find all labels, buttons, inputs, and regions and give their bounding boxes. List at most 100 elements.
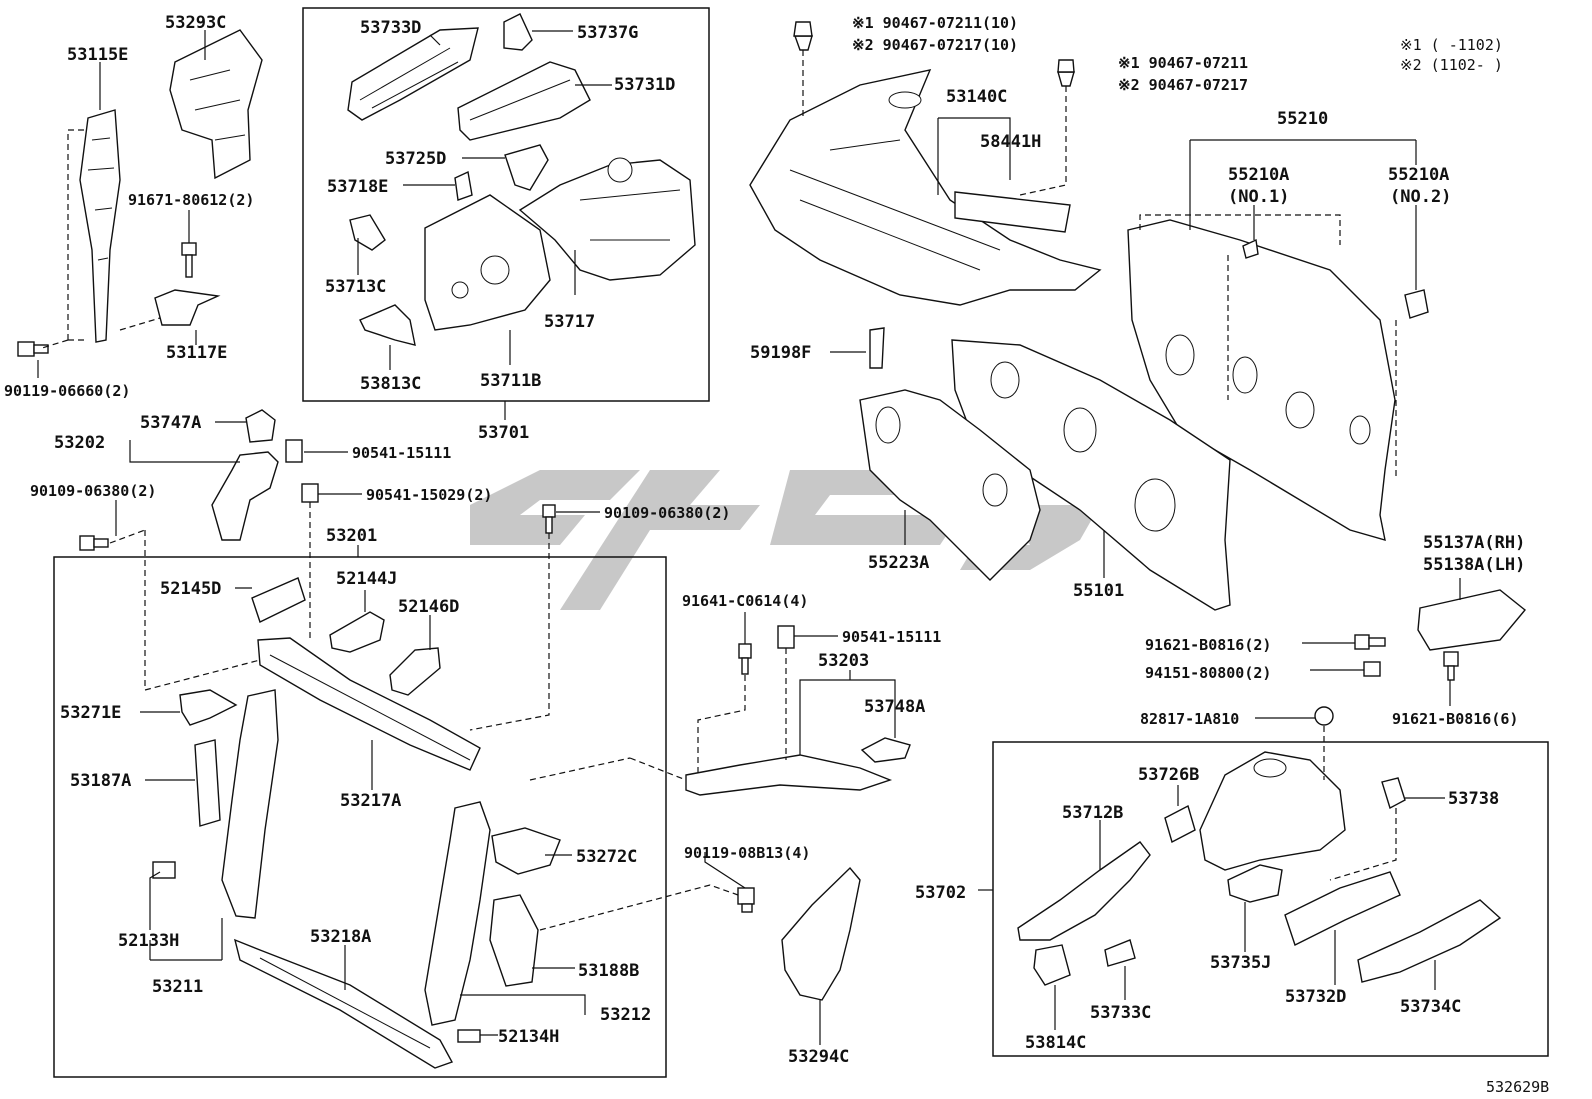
part-53813C bbox=[359, 304, 416, 346]
part-53115E bbox=[79, 109, 121, 343]
label-53712B: 53712B bbox=[1062, 803, 1123, 823]
clip-55210A-2 bbox=[1404, 289, 1429, 319]
part-58441H bbox=[954, 191, 1071, 233]
label-53202: 53202 bbox=[54, 433, 105, 453]
part-53725D bbox=[504, 144, 549, 191]
part-53733D bbox=[347, 27, 479, 121]
part-53731D bbox=[457, 61, 591, 141]
clip-90467-a bbox=[793, 21, 813, 51]
label-53748A: 53748A bbox=[864, 697, 925, 717]
bolt-90109-a bbox=[79, 535, 109, 551]
label-53271E: 53271E bbox=[60, 703, 121, 723]
label-55210A-2-sub: (NO.2) bbox=[1390, 187, 1451, 207]
label-53734C: 53734C bbox=[1400, 997, 1461, 1017]
dash-53702 bbox=[1323, 726, 1397, 881]
bolt-90119-a bbox=[17, 341, 49, 357]
nut-94151 bbox=[1363, 661, 1381, 677]
part-53218A bbox=[233, 938, 454, 1069]
clip-55210A-1 bbox=[1242, 238, 1259, 259]
label-52133H: 52133H bbox=[118, 931, 179, 951]
label-55210A-1: 55210A bbox=[1228, 165, 1289, 185]
label-53735J: 53735J bbox=[1210, 953, 1271, 973]
part-55137A bbox=[1417, 589, 1526, 651]
label-53814C: 53814C bbox=[1025, 1033, 1086, 1053]
part-53814C bbox=[1033, 944, 1071, 986]
part-53734C bbox=[1357, 899, 1502, 983]
dash-90119-b bbox=[539, 884, 739, 931]
part-53117E bbox=[154, 289, 221, 326]
label-53732D: 53732D bbox=[1285, 987, 1346, 1007]
label-90541-15111-a: 90541-15111 bbox=[352, 444, 451, 462]
part-53217A bbox=[257, 637, 481, 771]
label-53731D: 53731D bbox=[614, 75, 675, 95]
label-55210A-2: 55210A bbox=[1388, 165, 1449, 185]
bolt-90119-b bbox=[737, 887, 755, 913]
part-52144J bbox=[329, 611, 385, 653]
part-53732D bbox=[1284, 871, 1401, 946]
label-53701: 53701 bbox=[478, 423, 529, 443]
label-53738: 53738 bbox=[1448, 789, 1499, 809]
label-90119-08B13: 90119-08B13(4) bbox=[684, 844, 810, 862]
part-52134H bbox=[457, 1029, 481, 1043]
label-clip-b1: ※1 90467-07211 bbox=[1118, 54, 1248, 72]
part-53202 bbox=[211, 451, 279, 541]
label-53725D: 53725D bbox=[385, 149, 446, 169]
label-53188B: 53188B bbox=[578, 961, 639, 981]
part-52133H bbox=[152, 861, 176, 879]
part-53188B bbox=[489, 894, 539, 987]
label-53272C: 53272C bbox=[576, 847, 637, 867]
label-53201: 53201 bbox=[326, 526, 377, 546]
part-53712B bbox=[1017, 841, 1151, 941]
dash-53201-left bbox=[109, 529, 261, 691]
part-59198F bbox=[869, 327, 885, 369]
part-55101 bbox=[951, 339, 1231, 611]
label-53718E: 53718E bbox=[327, 177, 388, 197]
label-53737G: 53737G bbox=[577, 23, 638, 43]
part-55210 bbox=[1127, 219, 1396, 541]
grommet-90541-c bbox=[777, 625, 795, 649]
part-53717 bbox=[518, 157, 696, 281]
part-53272C bbox=[491, 827, 561, 875]
label-90109-06380-b: 90109-06380(2) bbox=[604, 504, 730, 522]
part-53212-pillar bbox=[424, 801, 491, 1026]
label-53218A: 53218A bbox=[310, 927, 371, 947]
label-94151-80800: 94151-80800(2) bbox=[1145, 664, 1271, 682]
part-53726B bbox=[1164, 804, 1196, 844]
legend-note-1: ※1 ( -1102) bbox=[1400, 36, 1503, 54]
dash-clip-b bbox=[1019, 86, 1067, 196]
part-53211-pillar bbox=[221, 689, 279, 919]
label-91621-B0816-2: 91621-B0816(2) bbox=[1145, 636, 1271, 654]
label-clip-a1: ※1 90467-07211(10) bbox=[852, 14, 1018, 32]
bolt-91621-a bbox=[1354, 634, 1386, 650]
label-53733C: 53733C bbox=[1090, 1003, 1151, 1023]
label-91671-80612: 91671-80612(2) bbox=[128, 191, 254, 209]
grommet-90541-a bbox=[285, 439, 303, 463]
label-clip-a2: ※2 90467-07217(10) bbox=[852, 36, 1018, 54]
label-53115E: 53115E bbox=[67, 45, 128, 65]
label-55223A: 55223A bbox=[868, 553, 929, 573]
part-53711B bbox=[424, 194, 551, 331]
label-clip-b2: ※2 90467-07217 bbox=[1118, 76, 1248, 94]
dash-53201-right bbox=[309, 502, 550, 731]
label-52145D: 52145D bbox=[160, 579, 221, 599]
label-53187A: 53187A bbox=[70, 771, 131, 791]
clip-90467-b bbox=[1057, 59, 1075, 87]
part-53702-apron bbox=[1199, 751, 1346, 871]
part-53748A bbox=[860, 737, 911, 763]
label-53217A: 53217A bbox=[340, 791, 401, 811]
part-53733C bbox=[1104, 939, 1136, 967]
label-53117E: 53117E bbox=[166, 343, 227, 363]
bolt-91621-b bbox=[1443, 651, 1459, 681]
label-58441H: 58441H bbox=[980, 132, 1041, 152]
bolt-91671 bbox=[181, 242, 197, 278]
part-52146D bbox=[389, 647, 441, 696]
label-53711B: 53711B bbox=[480, 371, 541, 391]
part-53747A bbox=[245, 409, 276, 443]
part-53187A bbox=[194, 739, 221, 827]
part-55223A bbox=[859, 389, 1041, 581]
part-53293C bbox=[169, 29, 263, 180]
dash-53117E bbox=[119, 317, 161, 331]
label-53813C: 53813C bbox=[360, 374, 421, 394]
drawing-code: 532629B bbox=[1486, 1078, 1549, 1096]
